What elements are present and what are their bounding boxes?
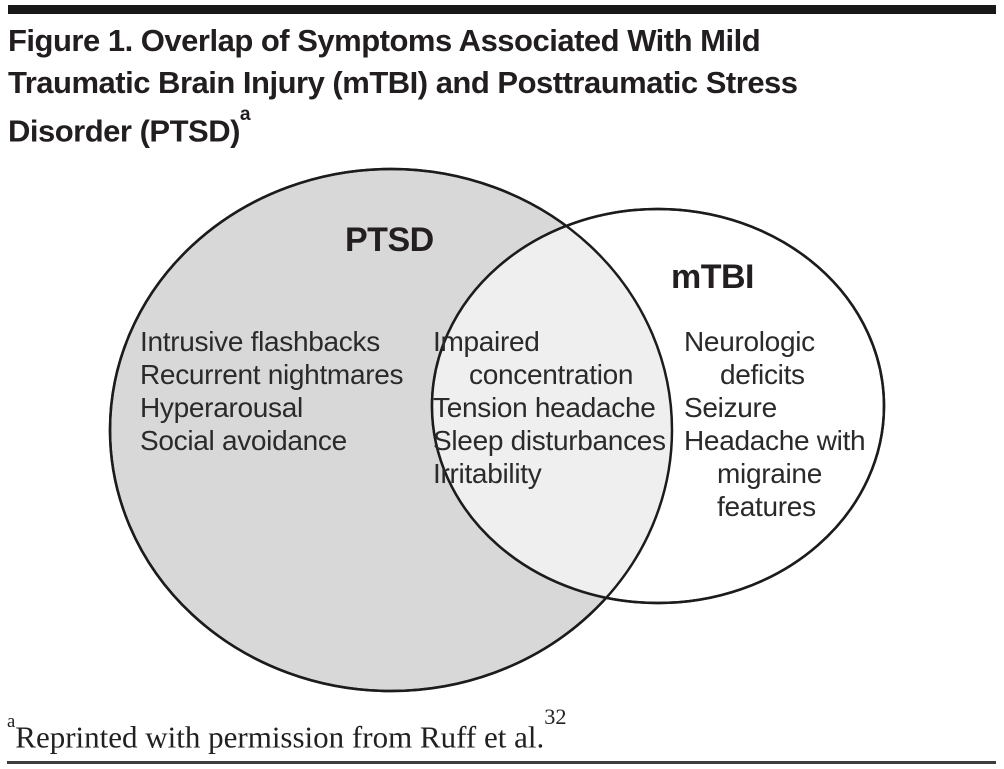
overlap-symptom-wrap: concentration [469, 359, 634, 390]
venn-diagram [108, 167, 886, 693]
figure-title: Figure 1. Overlap of Symptoms Associated… [8, 20, 798, 152]
ptsd-symptom-list: Intrusive flashbacks Recurrent nightmare… [140, 325, 404, 457]
mtbi-set-label: mTBI [671, 258, 755, 296]
ptsd-symptom: Intrusive flashbacks [140, 326, 380, 357]
mtbi-circle-outline [430, 207, 886, 605]
overlap-region [432, 209, 672, 603]
figure-title-footnote-marker: a [239, 104, 251, 126]
mtbi-symptom: Neurologic [684, 326, 815, 357]
bottom-rule [7, 761, 996, 764]
overlap-symptom: Tension headache [433, 392, 656, 423]
figure-title-line-3: Disorder (PTSD)a [8, 104, 798, 152]
figure-title-line-3-text: Disorder (PTSD) [8, 113, 240, 149]
mtbi-symptom-list: Neurologic deficits Seizure Headache wit… [684, 325, 866, 523]
overlap-symptom: Impaired [433, 326, 540, 357]
figure-title-line-1: Figure 1. Overlap of Symptoms Associated… [8, 23, 761, 58]
mtbi-symptom-wrap: features [717, 491, 816, 522]
footnote-reference-number: 32 [544, 703, 567, 729]
ptsd-circle-outline [108, 167, 674, 693]
mtbi-symptom-wrap: deficits [720, 359, 805, 390]
overlap-symptom: Irritability [433, 458, 542, 489]
footnote: aReprinted with permission from Ruff et … [7, 704, 567, 755]
ptsd-symptom: Hyperarousal [140, 392, 303, 423]
footnote-marker: a [7, 710, 16, 732]
mtbi-symptom: Headache with [684, 425, 866, 456]
mtbi-symptom: Seizure [684, 392, 777, 423]
overlap-symptom: Sleep disturbances [433, 425, 666, 456]
footnote-text: Reprinted with permission from Ruff et a… [15, 719, 545, 755]
ptsd-symptom: Recurrent nightmares [140, 359, 404, 390]
figure-title-line-2: Traumatic Brain Injury (mTBI) and Posttr… [8, 65, 798, 100]
ptsd-symptom: Social avoidance [140, 425, 347, 456]
mtbi-symptom-wrap: migraine [717, 458, 822, 489]
ptsd-set-label: PTSD [345, 221, 434, 259]
top-rule [8, 5, 996, 14]
overlap-symptom-list: Impaired concentration Tension headache … [433, 325, 666, 490]
